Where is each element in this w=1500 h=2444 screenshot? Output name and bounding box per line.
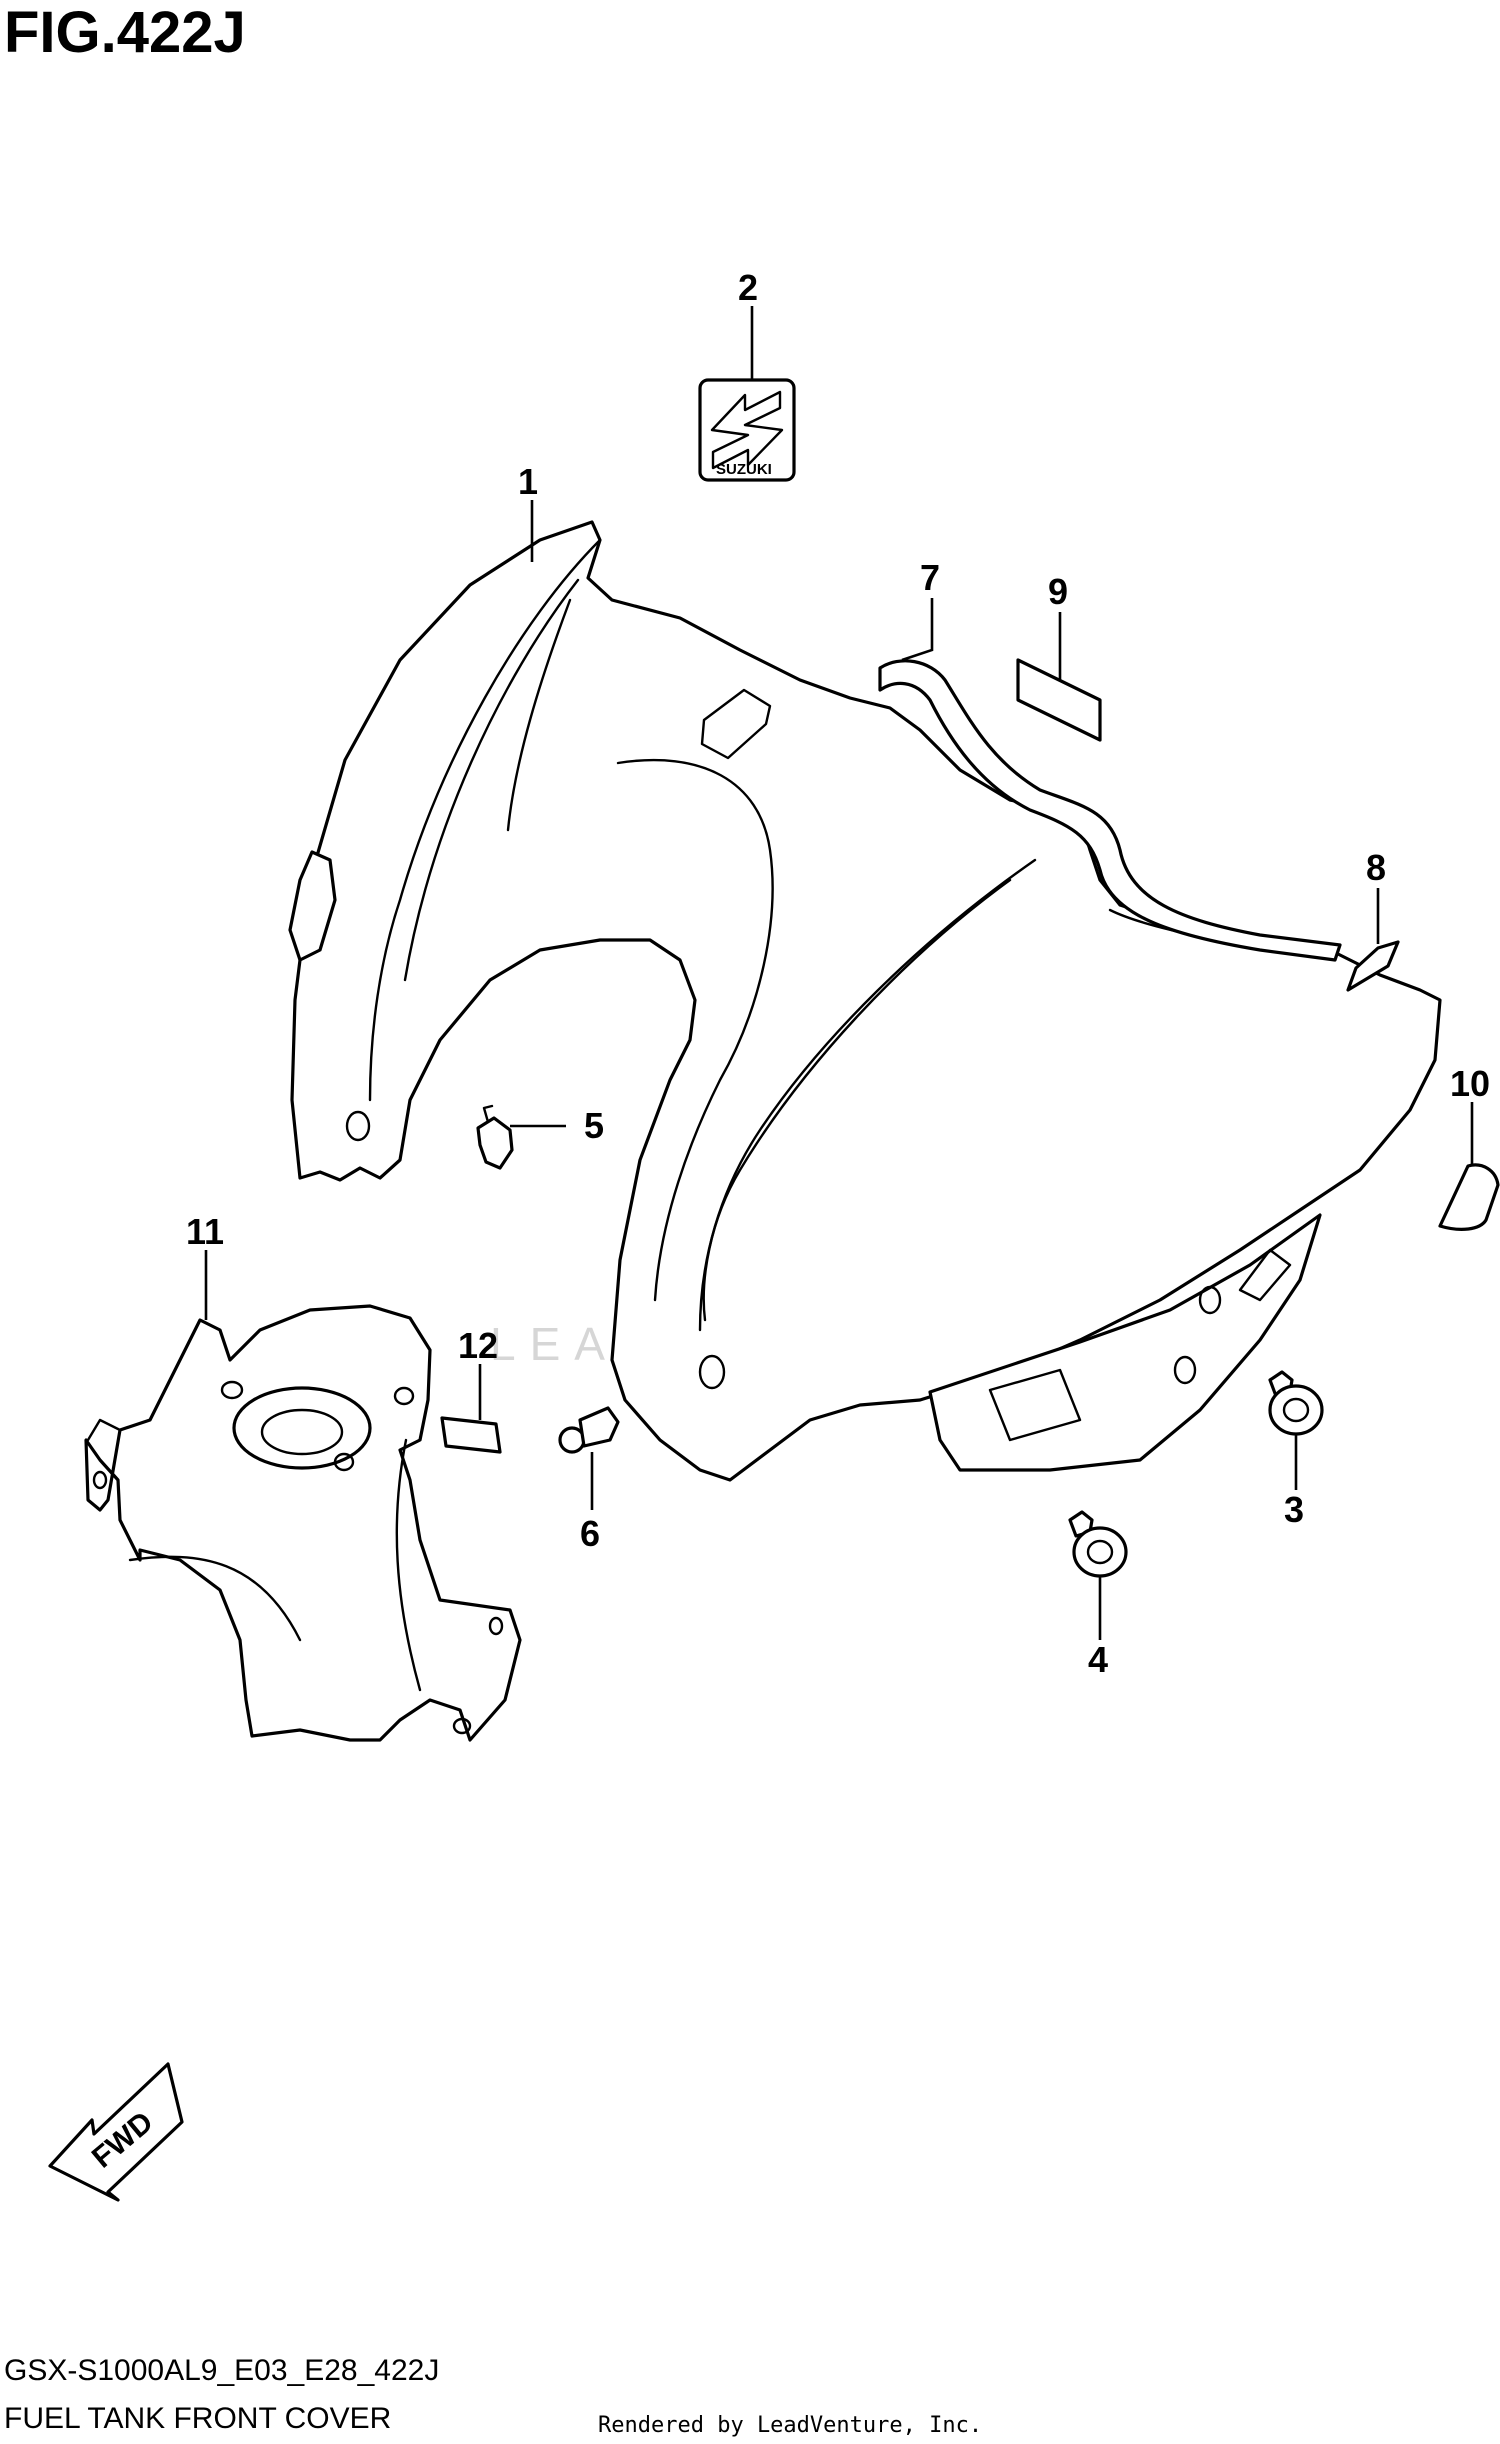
callout-10: 10 bbox=[1450, 1063, 1490, 1104]
callout-7: 7 bbox=[920, 557, 940, 598]
part-8-wedge[interactable] bbox=[1346, 940, 1400, 992]
callout-4: 4 bbox=[1088, 1639, 1108, 1680]
emblem-text: SUZUKI bbox=[716, 461, 772, 478]
part-7-trim-strip[interactable] bbox=[878, 659, 1342, 962]
part-5-clip[interactable] bbox=[476, 1104, 514, 1170]
model-code: GSX-S1000AL9_E03_E28_422J bbox=[4, 2354, 439, 2387]
render-credit: Rendered by LeadVenture, Inc. bbox=[598, 2413, 982, 2438]
leader-lines bbox=[204, 306, 1474, 1640]
callout-1: 1 bbox=[518, 461, 538, 502]
part-2-emblem[interactable]: SUZUKI bbox=[698, 378, 796, 482]
part-9-pad[interactable] bbox=[1016, 658, 1102, 742]
callout-9: 9 bbox=[1048, 571, 1068, 612]
part-10-cap[interactable] bbox=[1438, 1163, 1500, 1231]
part-4-screw[interactable] bbox=[1068, 1510, 1128, 1578]
part-11-inner-cover[interactable] bbox=[84, 1304, 522, 1742]
section-name: FUEL TANK FRONT COVER bbox=[4, 2402, 391, 2435]
part-3-screw[interactable] bbox=[1268, 1370, 1324, 1436]
figure-title: FIG.422J bbox=[4, 0, 246, 65]
callout-6: 6 bbox=[580, 1513, 600, 1554]
callout-5: 5 bbox=[584, 1105, 604, 1146]
part-6-rivet[interactable] bbox=[558, 1406, 620, 1454]
part-12-pad[interactable] bbox=[440, 1416, 502, 1454]
callout-11: 11 bbox=[186, 1211, 224, 1252]
part-1-front-cover[interactable] bbox=[288, 520, 1442, 1482]
callout-2: 2 bbox=[738, 267, 758, 308]
fwd-arrow-icon: FWD bbox=[48, 2062, 184, 2202]
callout-8: 8 bbox=[1366, 847, 1386, 888]
callout-3: 3 bbox=[1284, 1489, 1304, 1530]
callout-12: 12 bbox=[458, 1325, 498, 1366]
